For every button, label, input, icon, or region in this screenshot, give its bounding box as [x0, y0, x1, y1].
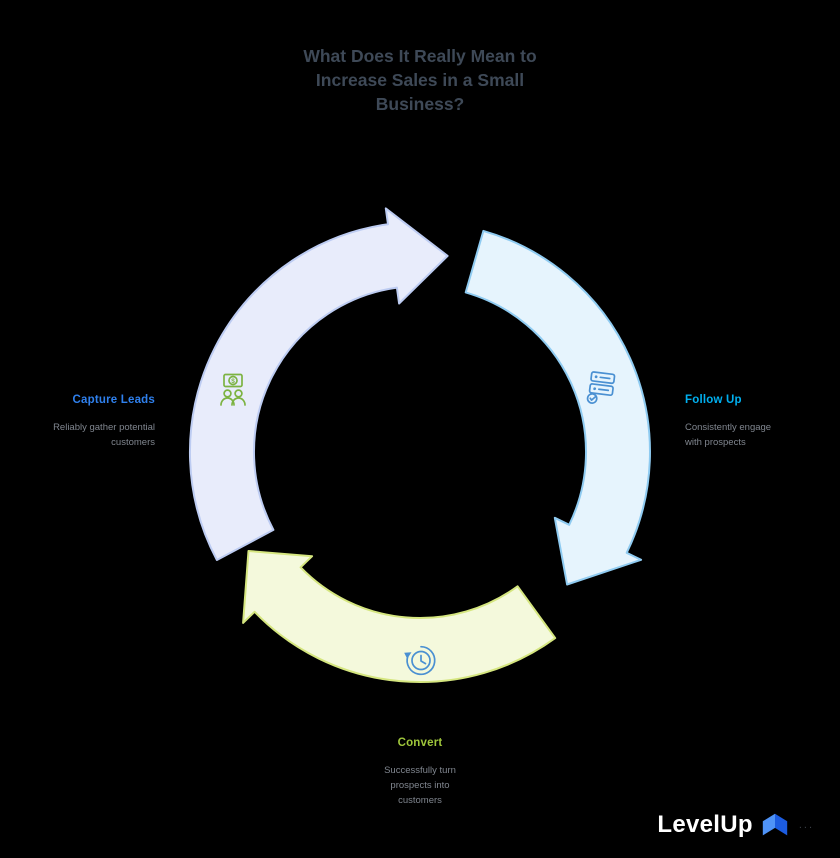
step-follow-up-label: Follow Up — [685, 394, 742, 406]
arrowhead — [404, 652, 412, 659]
logo-trailing-dots: ... — [798, 819, 814, 831]
leads-dollar-people-icon: $ — [220, 373, 246, 406]
dollar-glyph: $ — [231, 378, 235, 385]
step-follow-up: Follow Up Consistently engage with prosp… — [685, 394, 815, 450]
levelup-logo-text: LevelUp — [657, 811, 753, 838]
step-follow-up-description: Consistently engage with prospects — [685, 422, 772, 448]
history-clock-icon — [404, 645, 436, 676]
page-title-line-3: Business? — [375, 94, 465, 114]
step-convert: Convert Successfully turn prospects into… — [340, 737, 500, 808]
page-title-line-2: Increase Sales in a Small — [315, 70, 525, 90]
levelup-logo: LevelUp ... — [657, 805, 814, 845]
arc-convert-to-capture — [242, 550, 557, 684]
arc-capture-to-followup — [188, 207, 449, 561]
step-capture-leads-label: Capture Leads — [72, 394, 155, 406]
step-convert-description: Successfully turn prospects into custome… — [384, 765, 456, 806]
levelup-logo-icon — [762, 813, 788, 836]
step-capture-leads-description: Reliably gather potential customers — [53, 422, 155, 448]
step-convert-label: Convert — [397, 737, 443, 749]
page-title: What Does It Really Mean to Increase Sal… — [0, 44, 840, 116]
page-title-line-1: What Does It Really Mean to — [303, 46, 537, 66]
checklist-icon — [586, 371, 616, 404]
step-capture-leads: Capture Leads Reliably gather potential … — [5, 394, 155, 450]
logo-icon-dark-face — [774, 813, 788, 836]
logo-icon-light-face — [762, 813, 775, 836]
arc-followup-to-convert — [464, 229, 651, 586]
